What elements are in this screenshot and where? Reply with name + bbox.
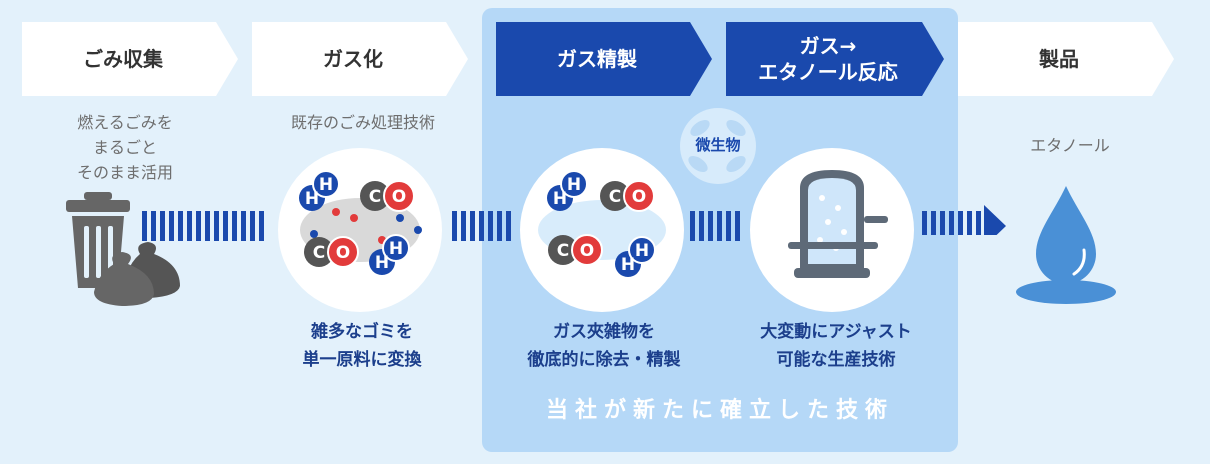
step-product: 製品 <box>958 22 1174 96</box>
svg-text:C: C <box>313 243 325 263</box>
step-label: ガス精製 <box>557 47 637 71</box>
svg-text:O: O <box>392 187 406 207</box>
microbe-label: 微生物 <box>695 136 741 154</box>
step-label: ごみ収集 <box>83 47 163 71</box>
svg-text:C: C <box>369 187 381 207</box>
svg-text:H: H <box>621 255 635 275</box>
ethanol-drop-icon <box>1016 186 1116 304</box>
step-garbage-collection: ごみ収集 <box>22 22 238 96</box>
flow-stripes-4-arrow <box>922 205 1006 235</box>
step-gas-purification: ガス精製 <box>496 22 712 96</box>
garbage-description: 燃えるごみを まるごと そのまま活用 <box>76 113 173 182</box>
svg-text:H: H <box>567 175 581 195</box>
svg-text:H: H <box>305 189 319 209</box>
step-ethanol-reaction: ガス→ エタノール反応 <box>726 22 944 96</box>
svg-text:H: H <box>319 175 333 195</box>
flow-stripes-2 <box>452 211 511 241</box>
purified-gas-illustration <box>538 200 666 260</box>
product-description: エタノール <box>1030 136 1110 155</box>
step-label: 製品 <box>1039 47 1079 71</box>
bioreactor-icon <box>788 170 888 278</box>
gasification-description: 既存のごみ処理技術 <box>290 113 435 132</box>
svg-text:C: C <box>609 187 621 207</box>
svg-text:C: C <box>557 241 569 261</box>
gasification-caption: 雑多なゴミを 単一原料に変換 <box>302 322 422 370</box>
step-label: ガス化 <box>323 47 383 71</box>
svg-text:O: O <box>580 241 594 261</box>
microbe-icon <box>680 108 756 184</box>
svg-text:H: H <box>553 189 567 209</box>
flow-stripes-3 <box>690 211 740 241</box>
svg-text:H: H <box>389 239 403 259</box>
reaction-caption: 大変動にアジャスト 可能な生産技術 <box>760 322 912 370</box>
svg-text:H: H <box>375 253 389 273</box>
svg-text:H: H <box>635 241 649 261</box>
flow-stripes-1 <box>142 211 264 241</box>
svg-text:O: O <box>632 187 646 207</box>
svg-text:O: O <box>336 243 350 263</box>
step-gasification: ガス化 <box>252 22 468 96</box>
trash-can-icon <box>66 192 180 306</box>
new-technology-footer: 当社が新たに確立した技術 <box>545 398 894 423</box>
purification-caption: ガス夾雑物を 徹底的に除去・精製 <box>527 322 681 370</box>
step-label: ガス→ エタノール反応 <box>758 34 898 84</box>
